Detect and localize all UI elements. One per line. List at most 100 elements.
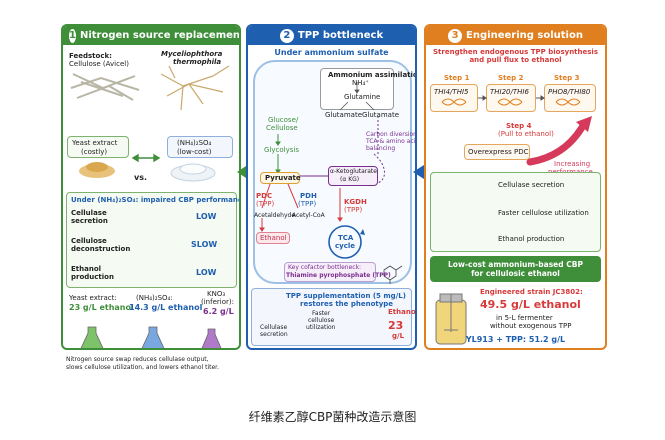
cellulase-secretion-value: LOW	[196, 212, 217, 221]
low-cost-banner-line-2: for cellulosic ethanol	[471, 269, 560, 278]
engineered-strain-label: Engineered strain JC3802:	[480, 288, 583, 296]
overexpress-pdc-label: Overexpress PDC	[468, 148, 529, 156]
tca-cycle-label: cycle	[335, 242, 356, 250]
tpp-ethanol-label: Ethanol:	[388, 308, 416, 316]
pdh-cofactor: (TPP)	[298, 200, 317, 208]
step-3-box	[544, 84, 596, 112]
step-2-genes: THI20/THI6	[490, 88, 529, 96]
yield-ammonium-label: (NH₄)₂SO₄:	[136, 294, 173, 302]
tca-label: TCA	[338, 234, 354, 242]
fermenter-label: in 5-L fermenter	[496, 314, 553, 322]
glycolysis-label: Glycolysis	[264, 146, 299, 154]
glutamine-label: Glutamine	[344, 93, 381, 101]
yield-nitrate-label-2: (inferior):	[201, 298, 234, 306]
step-2-label: Step 2	[498, 74, 524, 82]
cellulose-substrate-label: Cellulose	[266, 124, 298, 132]
ethanol-label: Ethanol	[260, 234, 287, 242]
bioreactor-icon	[435, 293, 467, 345]
panel-number: 3	[448, 28, 463, 43]
carbon-diversion-label-2: TCA & amino acid	[366, 138, 417, 145]
cofactor-bottleneck-label: Key cofactor bottleneck:	[288, 264, 362, 271]
fungal-hyphae-icon	[160, 65, 230, 111]
yeast-extract-cost: (costly)	[81, 148, 108, 156]
pdc-cofactor: (TPP)	[256, 200, 275, 208]
result-ethanol-production: Ethanol production	[498, 235, 565, 243]
tca-cycle-ring	[328, 225, 362, 259]
tpp-ethanol-unit: g/L	[392, 332, 405, 340]
tpp-molecule-icon	[383, 265, 403, 284]
engineered-strain-titer: 49.5 g/L ethanol	[480, 298, 581, 311]
tpp-ethanol-value: 23	[388, 319, 404, 332]
yield-flask-icons	[80, 326, 222, 348]
yeast-extract-label: Yeast extract	[72, 139, 118, 147]
cellulose-fiber-icon	[70, 73, 140, 101]
result-cellulose-utilization: Faster cellulose utilization	[498, 209, 589, 217]
panel-number: 1	[69, 28, 76, 43]
panel-title: Engineering solution	[466, 30, 583, 41]
yield-nitrate-label: KNO₃	[207, 290, 226, 298]
acetyl-coa-label: Acetyl-CoA	[292, 212, 325, 219]
step-1-box	[430, 84, 478, 112]
akg-abbrev: (α KG)	[340, 176, 360, 183]
result-cellulase-secretion: Cellulase secretion	[498, 181, 565, 189]
ethanol-production-label: Ethanol	[71, 265, 102, 273]
tpp-supplementation-title: TPP supplementation (5 mg/L)	[286, 292, 406, 300]
yield-yeast-value: 23 g/L ethanol	[69, 303, 134, 312]
panel-title: TPP bottleneck	[297, 30, 384, 41]
overexpress-pdc-box	[464, 144, 530, 160]
organism-name: Myceliophthora	[161, 50, 223, 58]
ethanol-production-label-2: production	[71, 273, 114, 281]
increasing-performance-arrow	[526, 120, 588, 166]
organism-name-2: thermophila	[173, 58, 222, 66]
step-1-genes: THI4/THI5	[434, 88, 469, 96]
acetaldehyde-label: Acetaldehyde	[254, 212, 296, 219]
swap-arrow-icon	[131, 153, 161, 163]
feedstock-label: Feedstock:	[69, 52, 112, 60]
vs-label: vs.	[134, 173, 148, 182]
panel-subtitle-2: and pull flux to ethanol	[469, 56, 562, 64]
pdh-label: PDH	[300, 192, 317, 200]
tpp-faster-label: Faster	[312, 310, 331, 317]
pdc-label: PDC	[256, 192, 273, 200]
cellulose-deconstruction-label: Cellulose	[71, 237, 107, 245]
step-1-label: Step 1	[444, 74, 470, 82]
panel-1-footer-line-2: slows cellulose utilization, and lowers …	[66, 364, 219, 371]
cellulose-deconstruction-label-2: deconstruction	[71, 245, 131, 253]
ammonium-assimilation-label: Ammonium assimilation	[328, 71, 417, 79]
glutamate-label-1: Glutamate	[325, 111, 362, 119]
step-3-genes: PHO8/THI80	[548, 88, 591, 96]
figure-caption: 纤维素乙醇CBP菌种改造示意图	[248, 410, 417, 424]
glucose-label: Glucose/	[268, 116, 299, 124]
tpp-supplementation-box	[251, 288, 412, 346]
yield-yeast-label: Yeast extract:	[69, 294, 117, 302]
step-arrows	[478, 95, 545, 101]
glutamate-label-2: Glutamate	[362, 111, 399, 119]
impaired-cbp-title: Under (NH₄)₂SO₄: impaired CBP performanc…	[71, 196, 241, 204]
low-cost-banner-line-1: Low-cost ammonium-based CBP	[448, 260, 583, 269]
fermenter-condition: without exogenous TPP	[490, 322, 572, 330]
yeast-extract-card	[67, 136, 129, 158]
tpp-cellulase-label-2: secretion	[260, 331, 288, 338]
step-4-sublabel: (Pull to ethanol)	[498, 130, 554, 138]
kgdh-cofactor: (TPP)	[344, 206, 363, 214]
cellulase-secretion-label-2: secretion	[71, 217, 108, 225]
yl913-tpp-result: YL913 + TPP: 51.2 g/L	[465, 335, 566, 344]
cellulase-secretion-label: Cellulase	[71, 209, 107, 217]
impaired-cbp-box	[66, 192, 237, 288]
carbon-diversion-label: Carbon diversion to	[366, 131, 417, 138]
low-cost-banner	[430, 256, 601, 282]
step-4-label: Step 4	[506, 122, 532, 130]
akg-box	[328, 166, 378, 186]
cofactor-tpp-label: Thiamine pyrophosphate (TPP)	[286, 272, 391, 279]
kgdh-label: KGDH	[344, 198, 367, 206]
cellulose-deconstruction-value: SLOW	[191, 240, 218, 249]
akg-label: α-Ketoglutarate	[330, 168, 377, 175]
tpp-faster-label-3: utilization	[306, 324, 336, 331]
panel-title: Nitrogen source replacement	[79, 30, 241, 41]
ammonium-sulfate-cost: (low-cost)	[177, 148, 212, 156]
increasing-label: Increasing	[554, 160, 591, 168]
